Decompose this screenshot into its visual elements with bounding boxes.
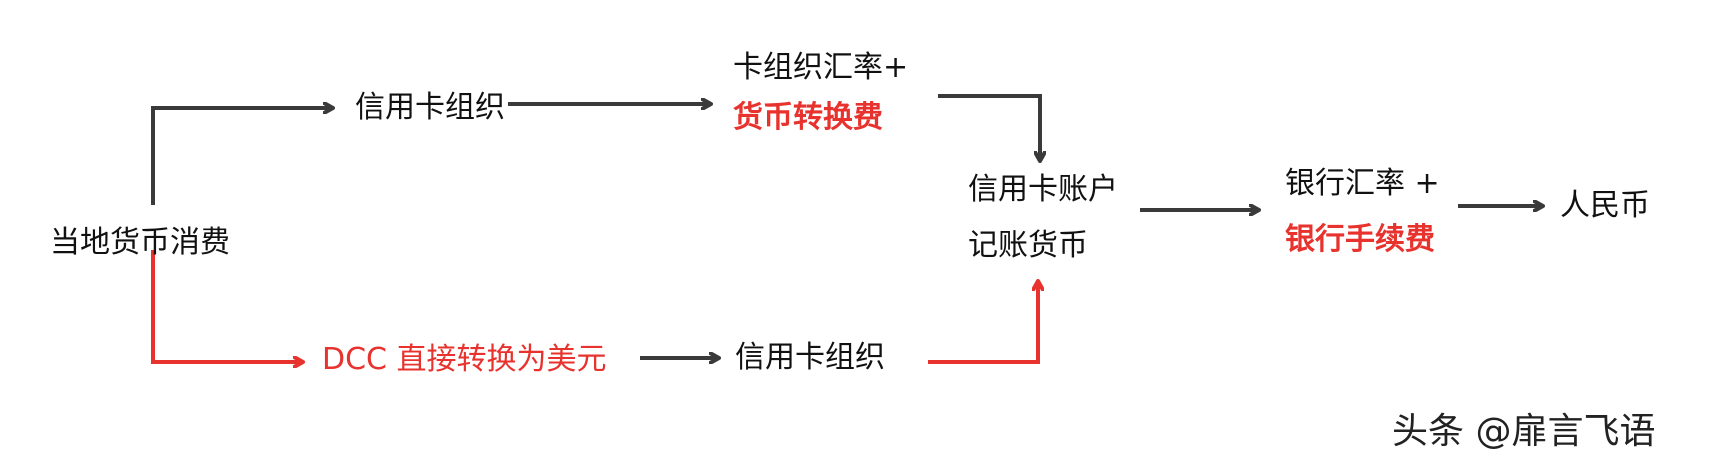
node-account-line2: 记账货币 bbox=[968, 228, 1088, 263]
node-dcc: DCC 直接转换为美元 bbox=[322, 342, 607, 377]
node-top-org: 信用卡组织 bbox=[355, 90, 505, 125]
arrow-source-to-dcc bbox=[151, 250, 302, 362]
arrow-source-to-top-org bbox=[151, 108, 332, 205]
arrow-bottom-org-to-account bbox=[928, 282, 1038, 364]
node-top-fee-line2: 货币转换费 bbox=[733, 100, 883, 135]
node-source: 当地货币消费 bbox=[50, 225, 230, 260]
node-account-line1: 信用卡账户 bbox=[968, 172, 1118, 207]
watermark: 头条 @扉言飞语 bbox=[1392, 411, 1656, 452]
arrow-fee-to-account bbox=[938, 94, 1040, 160]
node-bottom-org: 信用卡组织 bbox=[735, 340, 885, 375]
node-bank-line2: 银行手续费 bbox=[1285, 222, 1435, 257]
node-result: 人民币 bbox=[1560, 188, 1650, 223]
node-bank-line1: 银行汇率 + bbox=[1285, 166, 1440, 201]
node-top-fee-line1: 卡组织汇率+ bbox=[733, 50, 909, 85]
